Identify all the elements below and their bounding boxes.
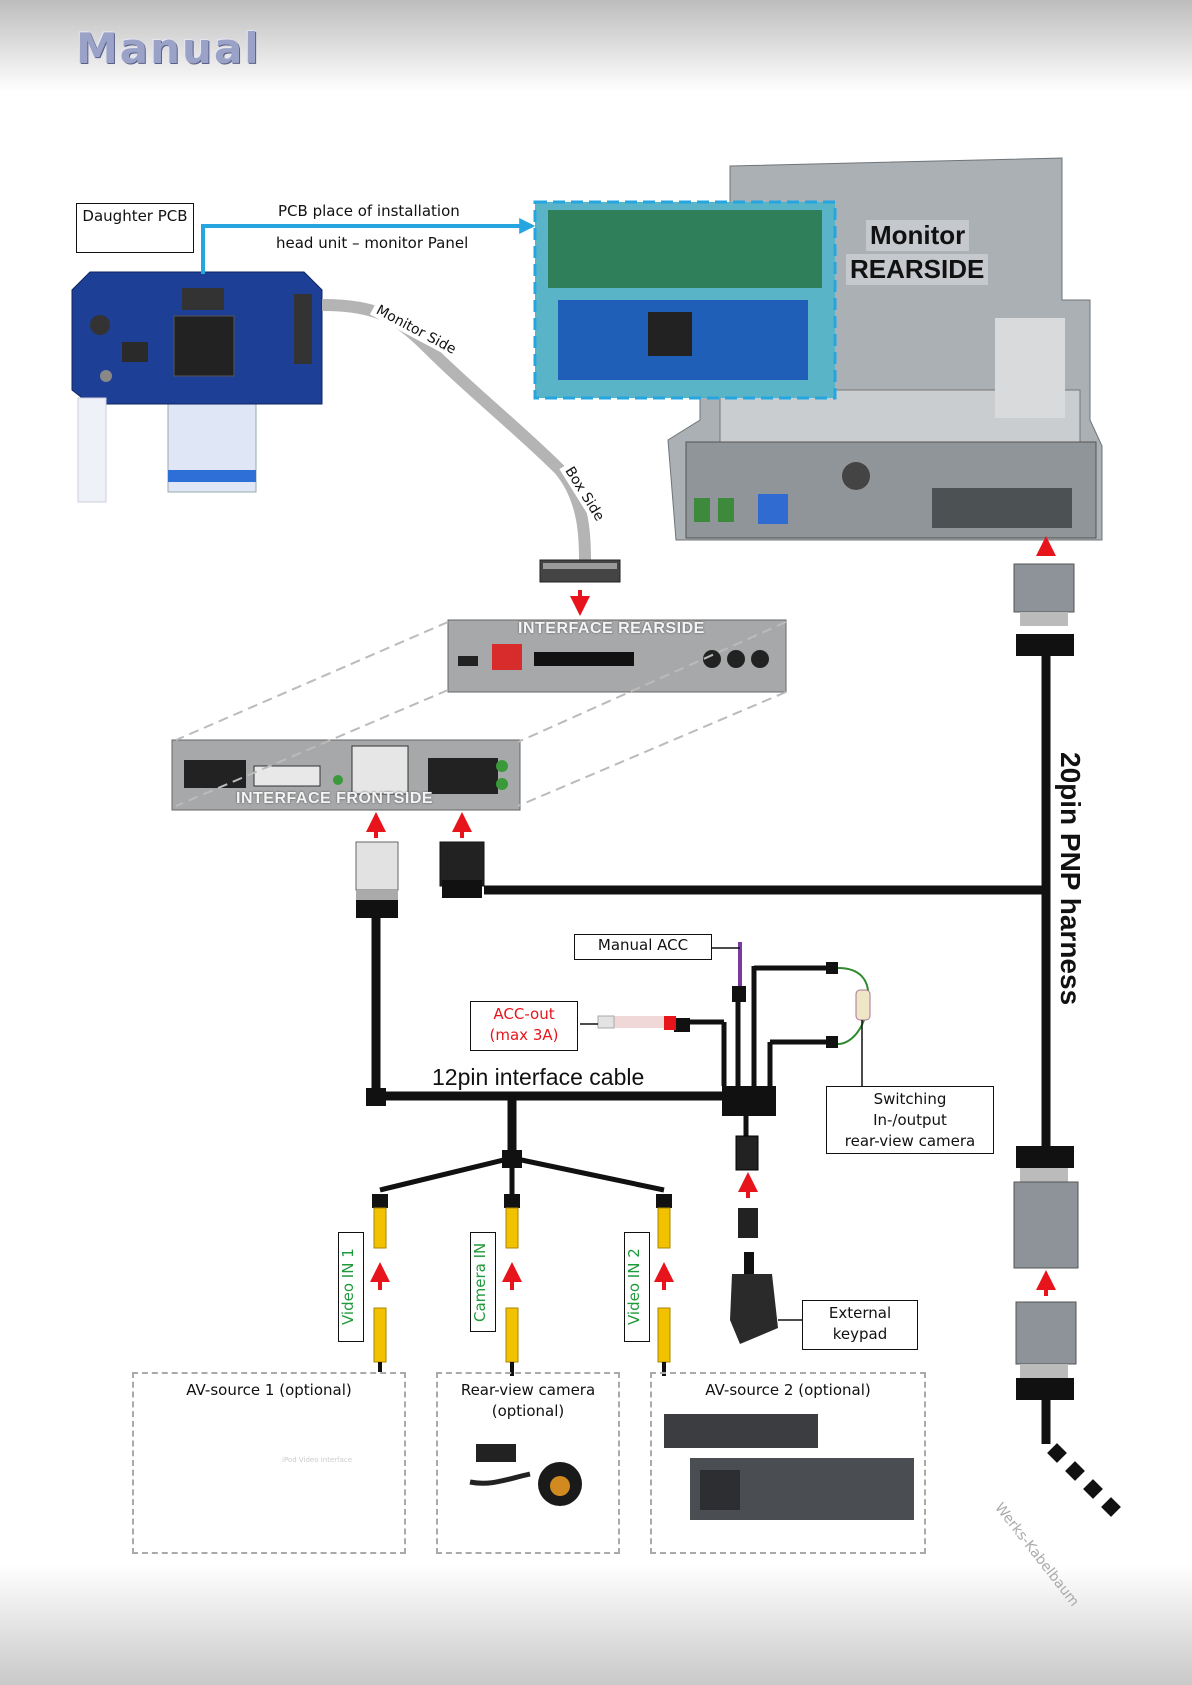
- twelve-pin-plug: [355, 841, 399, 891]
- rca-plugs: [372, 1194, 672, 1376]
- keypad-line1: External: [828, 1304, 892, 1322]
- camera-in-label: Camera IN: [470, 1232, 496, 1332]
- acc-out-line1: ACC-out: [493, 1005, 555, 1023]
- rear-camera-device: [469, 1444, 582, 1506]
- keypad-line2: keypad: [832, 1325, 888, 1343]
- pcb-place-line2: head unit – monitor Panel: [276, 234, 469, 252]
- acc-out-line2: (max 3A): [489, 1026, 559, 1044]
- manual-acc-text: Manual ACC: [597, 936, 689, 954]
- daughter-pcb-board: [71, 271, 323, 503]
- monitor-label-line2: REARSIDE: [846, 254, 989, 285]
- daughter-pcb-label: Daughter PCB: [76, 203, 194, 253]
- kce-line2: iPod Video Interface: [282, 1456, 353, 1464]
- keypad-device: [730, 1274, 778, 1344]
- av-source-2-box: AV-source 2 (optional): [650, 1372, 926, 1554]
- interface-rearside-label: INTERFACE REARSIDE: [518, 620, 705, 637]
- manual-logo: Manual: [76, 24, 261, 73]
- red-arrows: [366, 536, 1056, 1296]
- acc-out-label: ACC-out (max 3A): [470, 1001, 578, 1051]
- monitor-label-line1: Monitor: [866, 220, 970, 251]
- switching-line1: Switching: [873, 1090, 947, 1108]
- manual-acc-label: Manual ACC: [574, 934, 712, 960]
- av-source-1-caption: AV-source 1 (optional): [186, 1381, 352, 1399]
- pnp-harness-label: 20pin PNP harness: [1055, 752, 1086, 1006]
- interface-cable-label: 12pin interface cable: [432, 1064, 645, 1090]
- rear-camera-caption-line1: Rear-view camera: [460, 1381, 596, 1399]
- daughter-pcb-text: Daughter PCB: [82, 207, 188, 225]
- rear-camera-caption: Rear-view camera (optional): [438, 1380, 618, 1422]
- pnp-harness: [1013, 563, 1121, 1517]
- switching-line3: rear-view camera: [844, 1132, 976, 1150]
- interface-cable: [371, 918, 746, 1158]
- pcb-place-line1: PCB place of installation: [278, 202, 460, 220]
- interface-frontside-label: INTERFACE FRONTSIDE: [236, 790, 434, 807]
- video-in-1-label: Video IN 1: [338, 1232, 364, 1342]
- header-band: [0, 0, 1192, 92]
- switching-line2: In-/output: [873, 1111, 947, 1129]
- junction-block: [597, 942, 871, 1344]
- rear-camera-caption-line2: (optional): [491, 1402, 565, 1420]
- av-source-2-caption: AV-source 2 (optional): [705, 1381, 871, 1399]
- kce-line1: KCE-425i: [282, 1442, 337, 1455]
- av-source-1-box: AV-source 1 (optional) KCE-425i iPod Vid…: [132, 1372, 406, 1554]
- av-source-2-devices: [664, 1414, 914, 1520]
- harness-plug: [439, 841, 485, 887]
- video-in-2-label: Video IN 2: [624, 1232, 650, 1342]
- pcb-link-arrow: [201, 218, 536, 274]
- rear-camera-box: Rear-view camera (optional): [436, 1372, 620, 1554]
- keypad-label: External keypad: [802, 1300, 918, 1350]
- footer-band: [0, 1565, 1192, 1685]
- switching-label: Switching In-/output rear-view camera: [826, 1086, 994, 1154]
